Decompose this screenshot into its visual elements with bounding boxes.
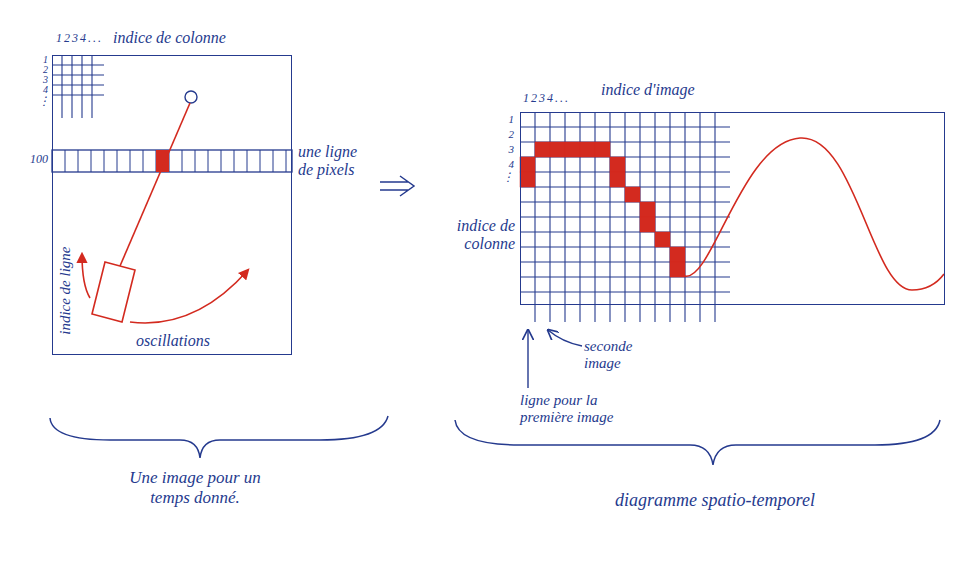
pointer-note: ligne pour la première image xyxy=(520,392,640,427)
motion-note: oscillations xyxy=(113,332,233,350)
pixel-row-note: une ligne de pixels xyxy=(298,143,370,180)
row-number: 1 xyxy=(502,113,514,126)
pixel-separators xyxy=(65,150,286,172)
red-cell xyxy=(610,157,625,172)
brace xyxy=(50,416,388,458)
pendulum-mass xyxy=(92,262,135,322)
oscillation-arrow xyxy=(82,254,90,298)
oscillation-arrow xyxy=(130,270,248,323)
pixel-row xyxy=(52,150,292,172)
caption-note: diagramme spatio-temporel xyxy=(585,490,845,511)
pivot xyxy=(185,91,197,103)
red-cell xyxy=(670,247,685,262)
red-cell xyxy=(640,202,655,217)
red-cell xyxy=(610,172,625,187)
row-number: 2 xyxy=(502,128,514,141)
red-cell xyxy=(520,172,535,187)
red-cell xyxy=(625,187,640,202)
pendulum-rod xyxy=(120,103,190,266)
red-cells xyxy=(520,142,685,277)
axis-title: indice de ligne xyxy=(56,247,73,335)
caption-note: Une image pour un temps donné. xyxy=(125,468,265,507)
image-numbers: 1234... xyxy=(523,92,570,106)
column-numbers: 1234... xyxy=(56,32,103,46)
row-number: 2 xyxy=(38,64,48,76)
red-cell xyxy=(595,142,610,157)
red-cell xyxy=(535,142,550,157)
brace xyxy=(455,420,940,465)
diagram-frame: indice d'imageindice de colonne xyxy=(520,112,945,305)
time-grid xyxy=(520,112,730,322)
red-cell xyxy=(565,142,580,157)
sine-curve xyxy=(685,138,944,290)
red-cell xyxy=(580,142,595,157)
implies-arrow xyxy=(380,176,414,196)
red-cell xyxy=(640,217,655,232)
row-number: 4 xyxy=(38,84,48,96)
pixel-grid xyxy=(52,55,104,118)
red-cell xyxy=(550,142,565,157)
row-number: 4 xyxy=(502,158,514,171)
row-ellipsis: ⋮ xyxy=(502,171,514,185)
axis-title: indice de colonne xyxy=(113,29,226,47)
axis-title: indice de colonne xyxy=(449,217,515,254)
row-number: 3 xyxy=(38,74,48,86)
row-number: 100 xyxy=(20,153,48,167)
red-cell xyxy=(670,262,685,277)
pointer-note: seconde image xyxy=(584,338,648,373)
pointer-arrow xyxy=(548,330,582,346)
axis-title: indice d'image xyxy=(601,81,695,99)
row-ellipsis: ⋮ xyxy=(38,95,48,109)
red-cell xyxy=(520,157,535,172)
pointer-arrow xyxy=(527,330,528,388)
row-number: 1 xyxy=(38,54,48,66)
row-number: 3 xyxy=(502,143,514,156)
image-frame: indice de colonneindice de ligneoscillat… xyxy=(52,55,292,355)
red-cell xyxy=(655,232,670,247)
